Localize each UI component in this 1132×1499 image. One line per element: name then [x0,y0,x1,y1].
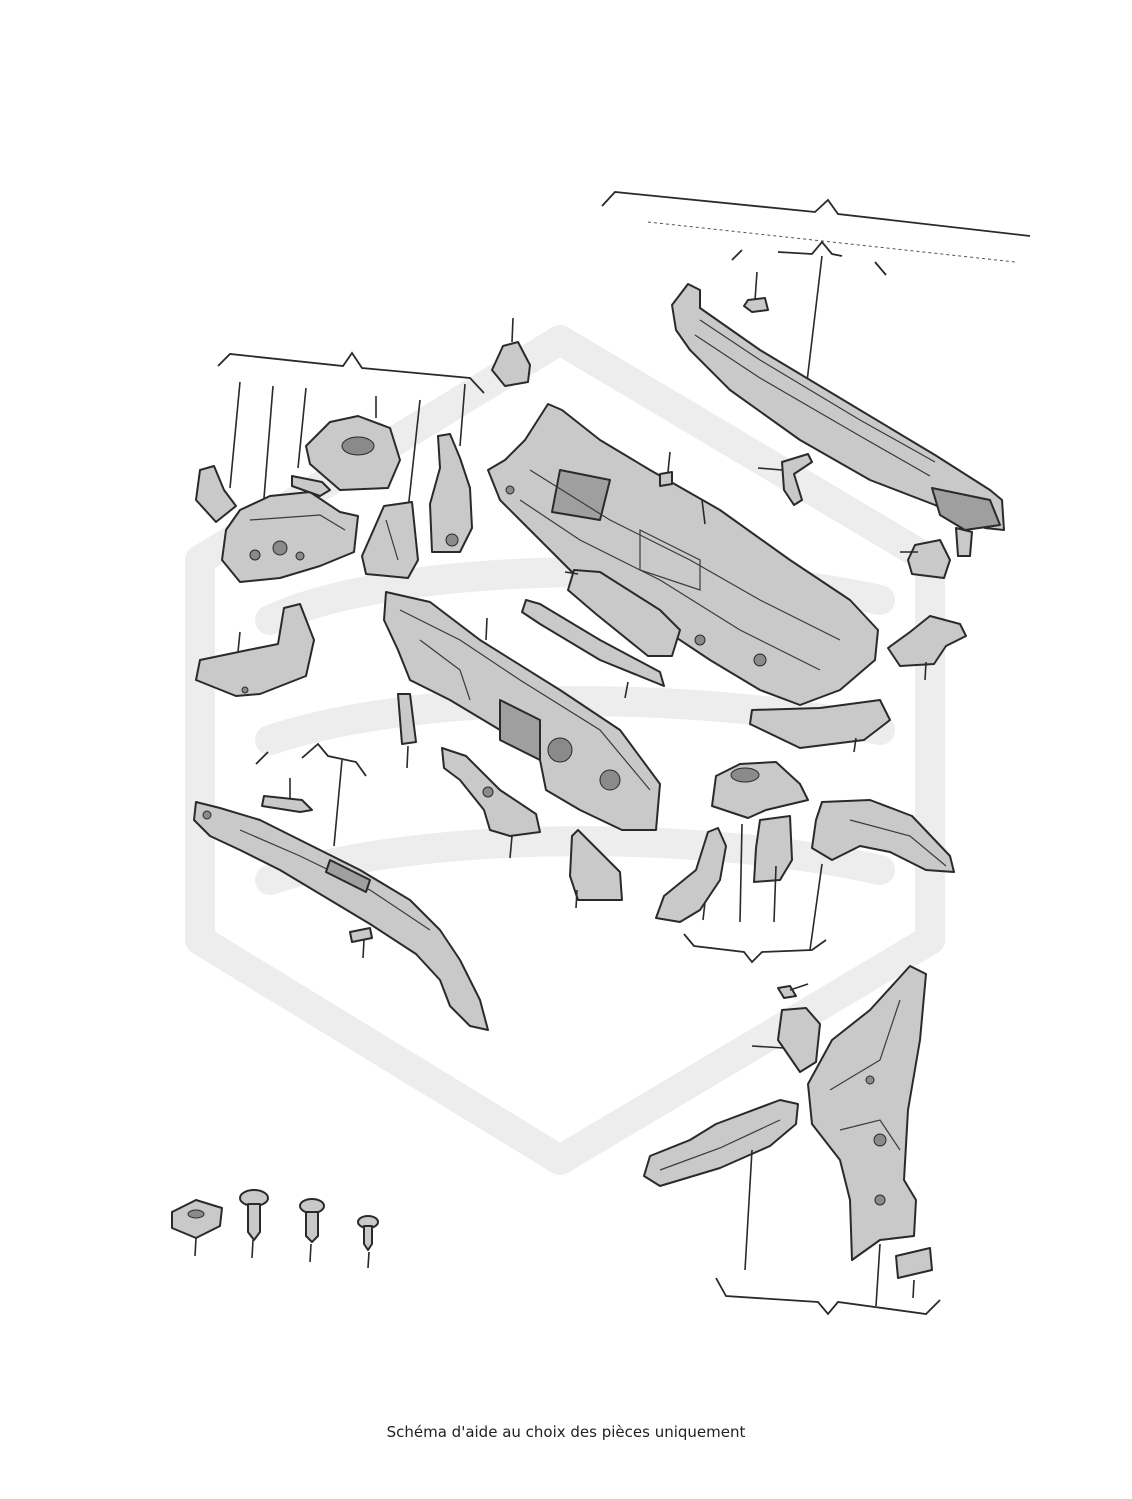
cage-nut [171,1199,223,1257]
brace-group-top [601,191,1031,391]
small-plate [397,693,417,769]
cowl-panel-upper [487,403,879,706]
a-pillar-inner-panel [807,965,927,1261]
wheelarch-panel-left [221,491,359,583]
reinforcement-right-a [655,827,727,923]
wheelarch-bracket-left [195,603,315,697]
brace-group-right-lower [683,823,827,964]
lower-crossmember [193,801,489,1031]
small-bracket-left-lower [261,795,313,813]
sill-bracket-right [749,699,891,753]
reinforcement-right-b [753,815,793,883]
cross-rail-centre [564,569,681,657]
brace-group-lower-left [255,742,367,847]
bolt-a-pillar [777,983,809,999]
bracket-right-mid [887,615,967,681]
bracket-top-centre [491,317,531,387]
screw-short [299,1198,325,1263]
brace-group-bottom-right [715,1149,941,1316]
screw-long [239,1189,269,1259]
sill-reinforcement [643,1099,799,1187]
brace-group-left [217,351,485,511]
reinforcement-left-b [429,433,473,553]
bracket-right-upper [757,453,813,506]
wheelarch-panel-right [811,799,955,873]
bracket-a-pillar [751,1007,821,1073]
bolt-lower [349,927,373,959]
mount-bracket-centre [441,747,541,859]
bracket-left-small [195,465,237,523]
push-rivet [357,1215,379,1269]
strut-tower-left [305,415,401,491]
heat-shield [569,829,623,909]
small-bracket-top [743,297,769,313]
small-tab [659,451,673,487]
small-plate-a-pillar [895,1247,933,1299]
diagram-caption: Schéma d'aide au choix des pièces unique… [386,1423,746,1441]
bulkhead-panel [383,591,661,831]
reinforcement-left-a [361,501,419,579]
strut-tower-right [711,761,809,819]
block-right [900,539,951,579]
cross-rail-lower [521,599,665,699]
bracket-left-arm [291,475,331,497]
windscreen-crossmember [671,283,1005,557]
